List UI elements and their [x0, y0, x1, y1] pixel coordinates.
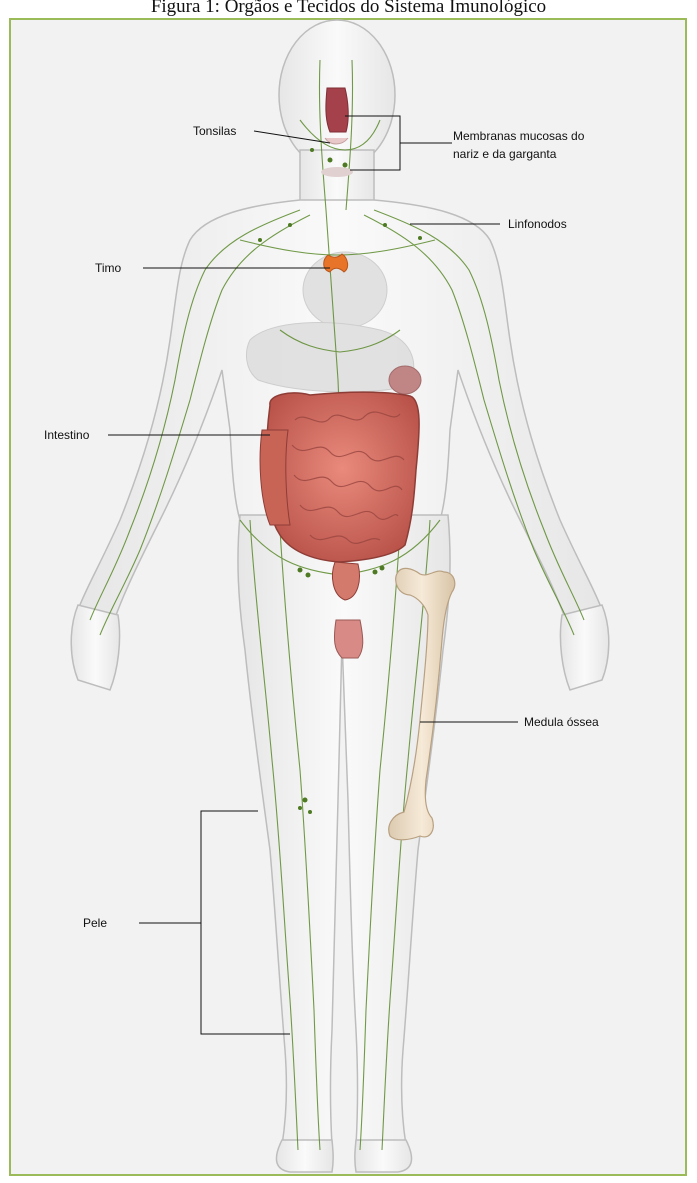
label-thymus: Timo — [95, 261, 122, 275]
label-skin: Pele — [83, 916, 107, 930]
label-mucosa-line1: Membranas mucosas do — [453, 129, 585, 143]
label-mucosa-line2: nariz e da garganta — [453, 147, 557, 161]
label-intestine: Intestino — [44, 428, 90, 442]
label-bone-marrow: Medula óssea — [524, 715, 599, 729]
label-lymph-nodes: Linfonodos — [508, 217, 567, 231]
label-tonsils: Tonsilas — [193, 124, 236, 138]
